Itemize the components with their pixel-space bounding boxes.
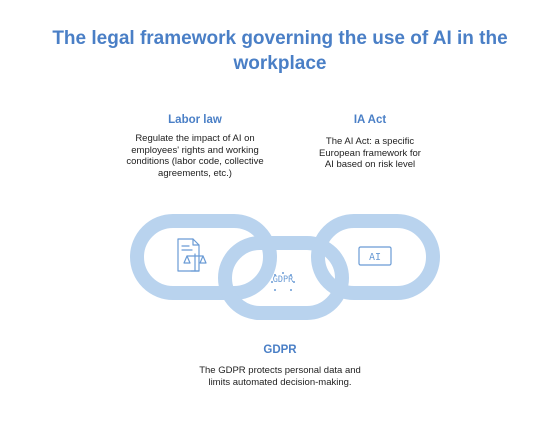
chain-link-ia-act — [311, 214, 440, 300]
labor-law-description: Regulate the impact of AI on employees' … — [126, 133, 264, 179]
legal-document-scales-icon — [177, 238, 207, 272]
gdpr-description: The GDPR protects personal data and limi… — [199, 365, 361, 388]
gdpr-heading: GDPR — [263, 344, 297, 356]
ai-chip-icon: AI — [358, 246, 392, 266]
ia-act-description: The AI Act: a specific European framewor… — [319, 136, 421, 170]
labor-law-heading: Labor law — [168, 114, 222, 126]
ai-icon-label: AI — [369, 252, 381, 263]
gdpr-shield-icon: GDPR — [271, 272, 295, 291]
gdpr-icon-label: GDPR — [273, 275, 294, 285]
chain-link-gdpr — [218, 236, 349, 320]
chain-link-labor-law — [130, 214, 277, 300]
ia-act-heading: IA Act — [353, 114, 387, 126]
page-title: The legal framework governing the use of… — [52, 28, 508, 74]
